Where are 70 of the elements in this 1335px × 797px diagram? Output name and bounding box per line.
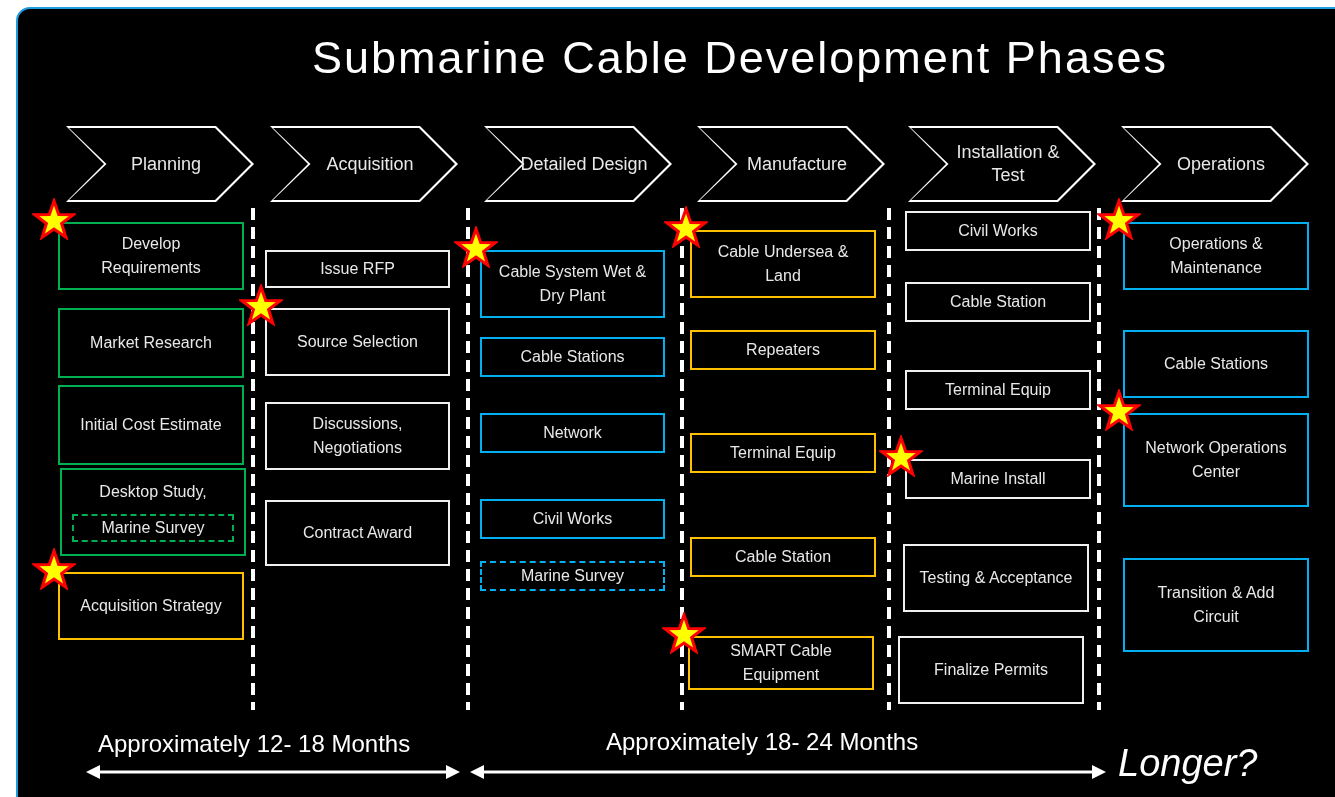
diagram-title: Submarine Cable Development Phases xyxy=(311,31,1169,85)
task-box xyxy=(480,561,665,591)
task-box xyxy=(60,468,246,556)
task-label: Acquisition Strategy xyxy=(79,596,223,616)
task-label: Network xyxy=(542,423,603,443)
task-label: Cable Stations xyxy=(1162,354,1270,374)
task-box xyxy=(1123,558,1309,652)
duration-label: Approximately 12- 18 Months xyxy=(98,730,411,758)
task-box xyxy=(58,385,244,465)
task-label: Finalize Permits xyxy=(933,660,1049,680)
task-label: Market Research xyxy=(89,333,213,353)
task-box xyxy=(1123,413,1309,507)
task-label: Cable Station xyxy=(733,547,833,567)
task-box xyxy=(265,308,450,376)
task-box xyxy=(688,636,874,690)
phase-label: Manufacture xyxy=(745,152,849,176)
duration-label: Approximately 18- 24 Months xyxy=(606,728,919,756)
task-box xyxy=(58,222,244,290)
task-box xyxy=(72,514,234,542)
phase-label: Planning xyxy=(129,152,203,176)
task-box xyxy=(265,402,450,470)
phase-label: Operations xyxy=(1175,152,1267,176)
phase-label: Installation & Test xyxy=(955,141,1061,187)
task-label: Discussions, Negotiations xyxy=(311,414,404,458)
task-label: Initial Cost Estimate xyxy=(79,415,223,435)
task-box xyxy=(690,230,876,298)
task-label: Marine Install xyxy=(949,469,1047,489)
task-box xyxy=(480,337,665,377)
task-label: Cable System Wet & Dry Plant xyxy=(497,262,648,306)
task-label: Terminal Equip xyxy=(944,380,1052,400)
task-box xyxy=(58,308,244,378)
task-label: Marine Survey xyxy=(100,518,206,538)
task-box xyxy=(690,433,876,473)
task-label: Terminal Equip xyxy=(729,443,837,463)
task-box xyxy=(58,572,244,640)
task-box xyxy=(480,250,665,318)
phase-label: Acquisition xyxy=(325,152,415,176)
task-box xyxy=(265,250,450,288)
task-label: Civil Works xyxy=(531,509,614,529)
task-label: Cable Stations xyxy=(519,347,626,367)
task-box xyxy=(903,544,1089,612)
task-label: Develop Requirements xyxy=(100,234,202,278)
task-label: Desktop Study, xyxy=(98,482,208,502)
task-label: Operations & Maintenance xyxy=(1168,234,1264,278)
task-label: Repeaters xyxy=(745,340,821,360)
phase-label: Detailed Design xyxy=(519,152,649,176)
task-label: Source Selection xyxy=(296,332,419,352)
task-box xyxy=(905,282,1091,322)
task-label: Contract Award xyxy=(301,523,414,543)
task-label: Issue RFP xyxy=(319,259,396,279)
task-box xyxy=(480,499,665,539)
task-box xyxy=(690,537,876,577)
task-label: Network Operations Center xyxy=(1144,438,1288,482)
task-label: Cable Undersea & Land xyxy=(716,242,850,286)
task-label: Cable Station xyxy=(948,292,1048,312)
task-label: Transition & Add Circuit xyxy=(1156,583,1276,627)
task-box xyxy=(690,330,876,370)
task-label: Civil Works xyxy=(957,221,1039,241)
task-box xyxy=(905,370,1091,410)
task-box xyxy=(905,211,1091,251)
task-box xyxy=(898,636,1084,704)
task-label: Testing & Acceptance xyxy=(918,568,1074,588)
task-label: Marine Survey xyxy=(519,566,626,586)
task-box xyxy=(1123,330,1309,398)
task-box xyxy=(1123,222,1309,290)
task-box xyxy=(265,500,450,566)
note-text: Longer? xyxy=(1118,742,1258,785)
task-box xyxy=(905,459,1091,499)
task-box xyxy=(480,413,665,453)
task-label: SMART Cable Equipment xyxy=(729,641,833,685)
